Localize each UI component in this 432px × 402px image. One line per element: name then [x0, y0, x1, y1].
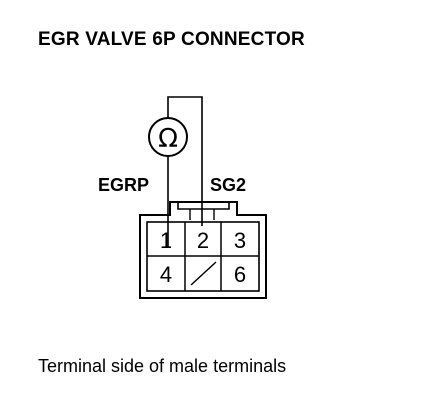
terminal-1: 1: [160, 228, 172, 253]
lead-top-wire: [167, 96, 203, 210]
diagram-caption: Terminal side of male terminals: [38, 356, 287, 376]
probe-label-egrp: EGRP: [98, 175, 149, 195]
diagram-title: EGR VALVE 6P CONNECTOR: [38, 29, 305, 50]
terminal-4: 4: [160, 262, 172, 287]
ohmmeter-icon: Ω: [148, 117, 188, 157]
terminal-2: 2: [197, 228, 209, 253]
terminal-grid: [147, 222, 259, 291]
probe-tips: [167, 210, 203, 247]
terminal-labels: 1 2 3 4 6: [160, 228, 246, 287]
test-leads: [167, 96, 203, 242]
terminal-3: 3: [234, 228, 246, 253]
terminal-6: 6: [234, 262, 246, 287]
probe-label-sg2: SG2: [210, 175, 246, 195]
ohm-symbol: Ω: [158, 124, 178, 154]
terminal-5-unused: [190, 261, 217, 286]
